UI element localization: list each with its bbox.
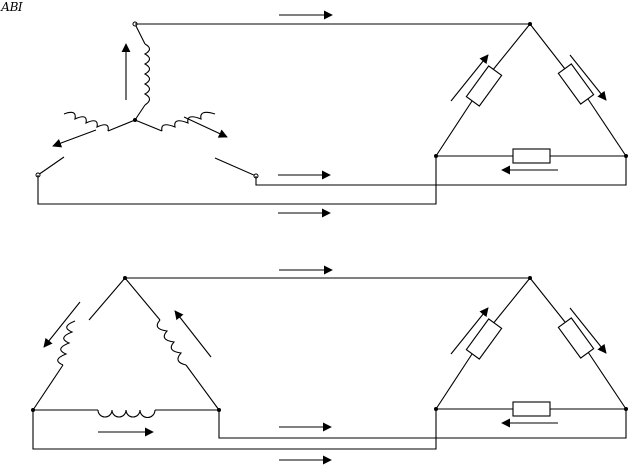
source-coil-right: [156, 319, 187, 366]
arrow-resistor-right: [569, 54, 607, 101]
arrow-source-right: [174, 310, 212, 358]
line-wire-2: [218, 409, 627, 439]
load-node-left: [434, 154, 438, 158]
load-node-top: [528, 22, 532, 26]
line-wires-bottom: [32, 277, 627, 450]
delta-side-right: [529, 23, 627, 157]
source-coil-left: [57, 320, 76, 366]
source-side-right: [124, 277, 220, 411]
delta-delta-circuit: [31, 265, 628, 465]
line-wire-b: [37, 156, 437, 205]
load-node-left-2: [434, 407, 438, 411]
arrow-resistor-right-2: [569, 307, 607, 354]
load-node-right-2: [624, 407, 628, 411]
resistor-right: [557, 63, 595, 105]
arrow-winding-c: [183, 116, 228, 138]
delta-side-left: [435, 23, 531, 157]
load-node-top-2: [528, 276, 532, 280]
resistor-bottom-2: [512, 401, 551, 417]
delta-side-right-2: [529, 277, 627, 410]
source-side-left: [32, 277, 126, 411]
star-neutral-node: [133, 118, 137, 122]
direction-arrows-top: [52, 10, 607, 218]
winding-b-lead: [37, 119, 136, 176]
arrow-resistor-left-2: [450, 307, 489, 355]
resistor-right-2: [557, 317, 595, 359]
direction-arrows-bottom: [43, 265, 607, 465]
delta-side-left-2: [435, 277, 531, 410]
star-source: [35, 21, 259, 179]
winding-a-lead: [134, 23, 146, 121]
line-wire-c: [255, 156, 627, 186]
arrow-source-left: [43, 301, 81, 348]
load-node-right: [624, 154, 628, 158]
source-coil-bottom-b: [97, 409, 156, 418]
winding-b-coil: [63, 111, 109, 132]
winding-c-coil: [161, 111, 216, 132]
winding-c-lead: [134, 119, 257, 177]
corner-label: АВІ: [1, 0, 23, 14]
line-wires-top: [37, 23, 627, 205]
delta-source: [31, 276, 221, 418]
delta-load-bottom: [434, 276, 628, 417]
resistor-bottom: [512, 148, 551, 164]
line-wire-3: [32, 409, 437, 450]
arrow-winding-b: [52, 129, 97, 148]
star-delta-circuit: [35, 10, 628, 218]
winding-a-coil: [143, 43, 151, 106]
resistor-left-2: [465, 318, 503, 360]
delta-load-top: [434, 22, 628, 164]
resistor-left: [465, 65, 503, 107]
arrow-resistor-left: [450, 54, 489, 102]
